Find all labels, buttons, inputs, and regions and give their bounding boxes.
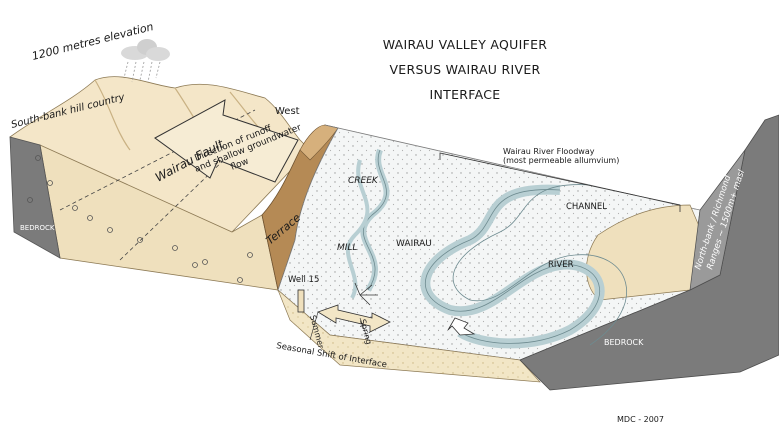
title-line-3: INTERFACE [429,87,501,102]
right-bedrock-top [689,149,746,291]
bedrock-left-label: BEDROCK [20,224,55,232]
left-bedrock [9,136,61,259]
summer-pointer [309,311,319,341]
floodway-label-1: Wairau River Floodway [503,147,595,156]
channel-outline [452,184,628,346]
rain-cloud-icon [121,39,170,83]
hill-ridge-1 [94,79,131,151]
hill-pebbles [27,155,253,283]
well-15-marker [297,289,305,313]
mill-creek-edge [362,149,387,291]
west-label: West [275,106,300,117]
title-line-2: VERSUS WAIRAU RIVER [389,62,541,77]
well-15-label: Well 15 [288,275,319,285]
channel-label: CHANNEL [566,202,607,212]
wairau-river-edge [424,189,601,344]
spring-flow-arrows [354,282,378,306]
title-line-1: WAIRAU VALLEY AQUIFER [382,37,548,52]
seasonal-shift-arrow [317,304,391,333]
creek-2 [345,159,370,299]
credit-label: MDC - 2007 [617,415,664,424]
river-label: RIVER [548,260,574,270]
river-flow-arrow [447,317,476,336]
floodway-bracket [439,152,681,212]
wairau-label: WAIRAU [396,239,432,249]
spring-pointer [359,317,369,341]
creek-label: CREEK [348,176,379,186]
bedrock-right-label: BEDROCK [604,338,644,347]
mill-label: MILL [337,243,357,253]
aquifer-front-dots [278,290,540,382]
runoff-arrow [154,99,299,183]
floodway-label-2: (most permeable allumvium) [503,156,619,165]
